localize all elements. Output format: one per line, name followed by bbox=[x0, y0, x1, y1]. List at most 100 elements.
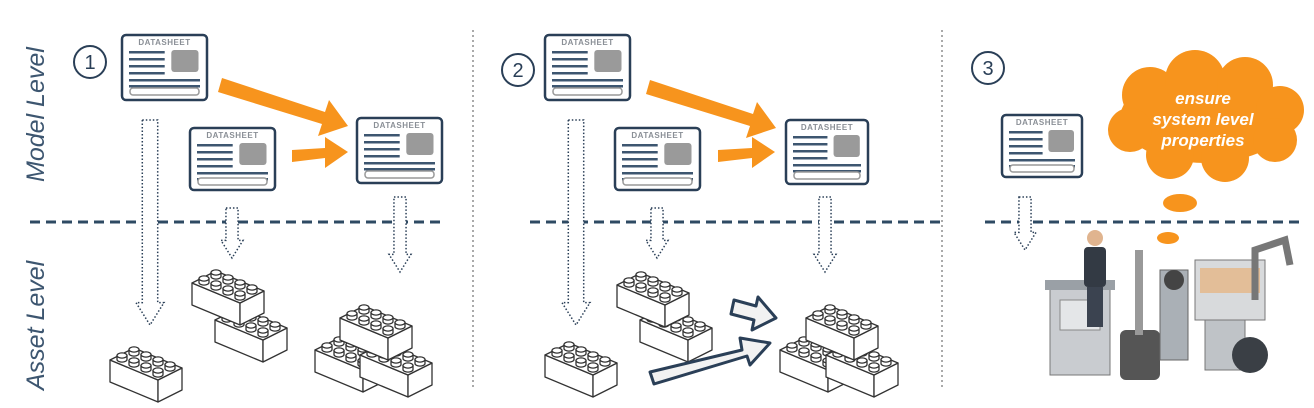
lego-stud bbox=[635, 282, 647, 289]
lego-stud bbox=[575, 357, 587, 364]
orange-arrow bbox=[292, 137, 348, 168]
refinement-arrow bbox=[219, 207, 245, 260]
lego-stud bbox=[140, 351, 152, 358]
robot-arm bbox=[1251, 235, 1294, 300]
lego-stud bbox=[234, 279, 246, 286]
model-level-label: Model Level bbox=[22, 46, 50, 182]
datasheet-icon: DATASHEET bbox=[355, 116, 444, 185]
lego-brick bbox=[616, 271, 690, 328]
lego-stud bbox=[358, 315, 370, 322]
lego-brick bbox=[805, 304, 879, 361]
lego-stud bbox=[152, 367, 164, 374]
datasheet-label: DATASHEET bbox=[1016, 118, 1068, 127]
lego-stud bbox=[234, 290, 246, 297]
lego-stud bbox=[140, 362, 152, 369]
lego-stud bbox=[269, 321, 281, 328]
lego-stud bbox=[394, 319, 406, 326]
orange-arrows bbox=[218, 78, 776, 168]
lego-brick bbox=[191, 269, 265, 326]
composition-arrow bbox=[648, 336, 772, 386]
lego-stud bbox=[587, 362, 599, 369]
lego-stud bbox=[848, 325, 860, 332]
lego-stud bbox=[848, 314, 860, 321]
lego-stud bbox=[128, 346, 140, 353]
thought-bubble bbox=[1157, 232, 1179, 244]
lego-stud bbox=[222, 285, 234, 292]
refinement-arrow bbox=[1012, 196, 1038, 252]
lego-stud bbox=[346, 310, 358, 317]
lego-stud bbox=[635, 271, 647, 278]
lego-brick bbox=[109, 346, 183, 403]
thought-bubble bbox=[1163, 194, 1197, 212]
datasheet-label: DATASHEET bbox=[801, 123, 853, 132]
lego-stud bbox=[210, 280, 222, 287]
datasheet-label: DATASHEET bbox=[631, 131, 683, 140]
lego-stud bbox=[321, 342, 333, 349]
lego-stud bbox=[414, 356, 426, 363]
thought-cloud: ensure system level properties bbox=[1108, 50, 1304, 244]
lego-brick bbox=[339, 304, 413, 361]
lego-stud bbox=[812, 310, 824, 317]
datasheet-label: DATASHEET bbox=[206, 131, 258, 140]
lego-stud bbox=[659, 292, 671, 299]
lego-stud bbox=[575, 346, 587, 353]
lego-stud bbox=[198, 275, 210, 282]
refinement-arrow bbox=[812, 196, 838, 274]
lego-stud bbox=[382, 325, 394, 332]
lego-stud bbox=[152, 356, 164, 363]
person bbox=[1084, 230, 1106, 327]
lego-stud bbox=[222, 274, 234, 281]
lego-stud bbox=[563, 341, 575, 348]
refinement-arrow bbox=[644, 207, 670, 260]
lego-stud bbox=[370, 320, 382, 327]
lego-brick bbox=[544, 341, 618, 398]
mobile-robot bbox=[1120, 330, 1160, 380]
lego-stud bbox=[333, 347, 345, 354]
step-2-badge: 2 bbox=[501, 53, 535, 87]
step-number: 2 bbox=[512, 60, 523, 82]
lego-stud bbox=[824, 304, 836, 311]
lego-stud bbox=[671, 286, 683, 293]
datasheet-icon: DATASHEET bbox=[543, 33, 632, 102]
lego-stud bbox=[682, 327, 694, 334]
lego-stud bbox=[659, 281, 671, 288]
step-1-badge: 1 bbox=[73, 45, 107, 79]
datasheet-label: DATASHEET bbox=[561, 38, 613, 47]
lego-stud bbox=[563, 352, 575, 359]
lego-stud bbox=[257, 316, 269, 323]
datasheet-icon: DATASHEET bbox=[784, 118, 870, 186]
lego-stud bbox=[647, 287, 659, 294]
lego-stud bbox=[257, 327, 269, 334]
orange-arrow bbox=[718, 137, 775, 168]
lego-stud bbox=[682, 316, 694, 323]
lego-stud bbox=[370, 309, 382, 316]
lego-stud bbox=[798, 347, 810, 354]
lego-stud bbox=[824, 315, 836, 322]
lego-stud bbox=[402, 351, 414, 358]
lego-stud bbox=[382, 314, 394, 321]
datasheet-icon: DATASHEET bbox=[120, 33, 209, 102]
composition-arrow bbox=[729, 295, 778, 332]
lego-stud bbox=[164, 361, 176, 368]
refinement-arrow bbox=[560, 119, 592, 327]
refinement-arrow bbox=[134, 119, 166, 327]
lego-stud bbox=[390, 357, 402, 364]
refinement-arrow bbox=[387, 196, 413, 274]
lego-stud bbox=[860, 319, 872, 326]
lego-stud bbox=[880, 356, 892, 363]
lego-stud bbox=[246, 284, 258, 291]
step-number: 1 bbox=[84, 52, 95, 74]
lego-stud bbox=[856, 357, 868, 364]
lego-stud bbox=[868, 351, 880, 358]
lego-stud bbox=[694, 321, 706, 328]
datasheet-label: DATASHEET bbox=[373, 121, 425, 130]
lego-stud bbox=[128, 357, 140, 364]
robot-wheel bbox=[1232, 337, 1268, 373]
lego-stud bbox=[623, 277, 635, 284]
datasheet-label: DATASHEET bbox=[138, 38, 190, 47]
orange-arrow bbox=[218, 78, 348, 136]
datasheet-icon: DATASHEET bbox=[188, 126, 277, 192]
step-number: 3 bbox=[982, 58, 993, 80]
lego-stud bbox=[358, 304, 370, 311]
datasheet-icon: DATASHEET bbox=[1000, 113, 1084, 179]
